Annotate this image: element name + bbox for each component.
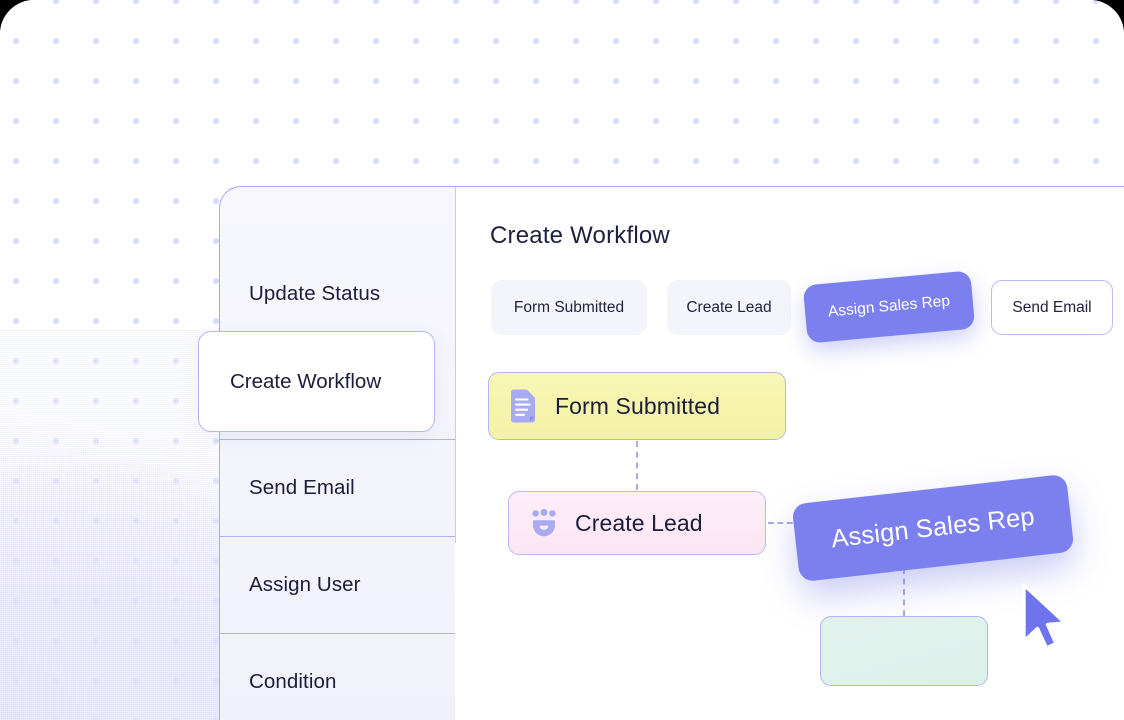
page-title: Create Workflow: [490, 222, 670, 249]
palette-chip-label: Form Submitted: [513, 298, 625, 316]
document-form-icon: [508, 389, 538, 423]
sidebar-item-send-email[interactable]: Send Email: [220, 439, 456, 536]
sidebar-item-condition[interactable]: Condition: [220, 633, 456, 720]
sidebar-item-update-status[interactable]: Update Status: [220, 245, 456, 342]
palette-chip-label: Send Email: [1012, 298, 1092, 316]
palette-chip-create-lead[interactable]: Create Lead: [667, 280, 791, 335]
sidebar-panel-divider: [455, 187, 457, 543]
sidebar-item-assign-user[interactable]: Assign User: [220, 536, 456, 633]
connector-lead-to-assign: [768, 522, 802, 524]
sidebar-item-label: Send Email: [249, 476, 355, 499]
sidebar-item-create-workflow-selected[interactable]: Create Workflow: [198, 331, 435, 432]
main-panel: [455, 186, 1124, 720]
connector-assign-to-placeholder: [903, 568, 905, 616]
workflow-app: Update Status Send Email Assign User Con…: [198, 186, 1124, 720]
sidebar-item-label: Update Status: [249, 281, 381, 305]
palette-chip-form-submitted[interactable]: Form Submitted: [491, 280, 647, 335]
palette-chip-label: Assign Sales Rep: [827, 292, 951, 321]
flow-node-label: Create Lead: [575, 509, 703, 536]
connector-form-to-lead: [636, 441, 638, 490]
mouse-pointer-icon: [1018, 581, 1074, 657]
flow-node-label: Form Submitted: [555, 392, 721, 419]
sidebar-item-label: Condition: [249, 670, 337, 693]
sidebar-item-label: Assign User: [249, 573, 361, 596]
palette-chip-label: Create Lead: [686, 298, 772, 316]
dragged-card-label: Assign Sales Rep: [829, 502, 1037, 553]
lead-group-icon: [529, 508, 559, 538]
sidebar-item-label: Create Workflow: [230, 369, 382, 393]
flow-node-placeholder[interactable]: [820, 616, 988, 686]
flow-node-form-submitted[interactable]: Form Submitted: [488, 372, 786, 440]
sidebar: Update Status Send Email Assign User Con…: [219, 186, 456, 720]
flow-node-create-lead[interactable]: Create Lead: [508, 491, 766, 555]
palette-chip-send-email[interactable]: Send Email: [991, 280, 1113, 335]
